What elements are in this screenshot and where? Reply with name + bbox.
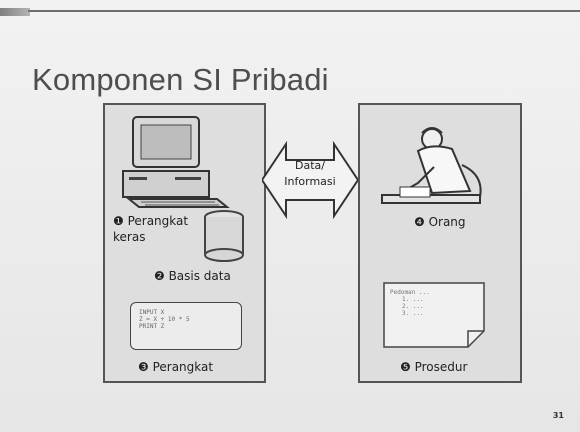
procedure-note: Pedoman ... 1. ... 2. ... 3. ... [384, 284, 484, 346]
people-label: ❹ Orang [414, 215, 466, 229]
code-line: INPUT X [139, 309, 165, 316]
top-decoration-bar [0, 0, 580, 22]
procedure-paper-icon [383, 282, 485, 348]
page-number: 31 [552, 411, 564, 420]
computer-icon [122, 116, 230, 208]
procedure-line: 3. ... [402, 310, 424, 317]
double-arrow-icon [262, 140, 358, 220]
arrow-text: Data/ Informasi [262, 158, 358, 190]
procedure-line: 1. ... [402, 296, 424, 303]
right-panel-art [381, 127, 485, 348]
procedure-line: 2. ... [402, 303, 424, 310]
software-label: ❸ Perangkat [138, 360, 214, 374]
database-label: ❷ Basis data [154, 269, 231, 283]
code-line: PRINT Z [139, 323, 165, 330]
left-panel-hardware-software-data: ❶ Perangkat keras ❷ Basis data INPUT X Z… [103, 103, 266, 383]
arrow-line-1: Data/ [295, 159, 325, 172]
top-line [28, 10, 580, 12]
left-panel-art [122, 116, 244, 262]
right-panel-people-procedure: ❹ Orang Pedoman ... 1. ... 2. ... 3. ...… [358, 103, 522, 383]
code-line: Z = X + 10 * 5 [139, 316, 190, 323]
procedure-label: ❺ Prosedur [400, 360, 468, 374]
top-left-block [0, 8, 30, 16]
person-at-desk-icon [381, 127, 482, 204]
slide-title: Komponen SI Pribadi [32, 62, 329, 97]
database-icon [204, 210, 244, 262]
software-code-box: INPUT X Z = X + 10 * 5 PRINT Z [130, 302, 242, 350]
hardware-label: ❶ Perangkat keras [113, 214, 189, 244]
data-information-double-arrow: Data/ Informasi [262, 132, 358, 228]
procedure-line: Pedoman ... [390, 289, 430, 296]
arrow-line-2: Informasi [284, 175, 336, 188]
